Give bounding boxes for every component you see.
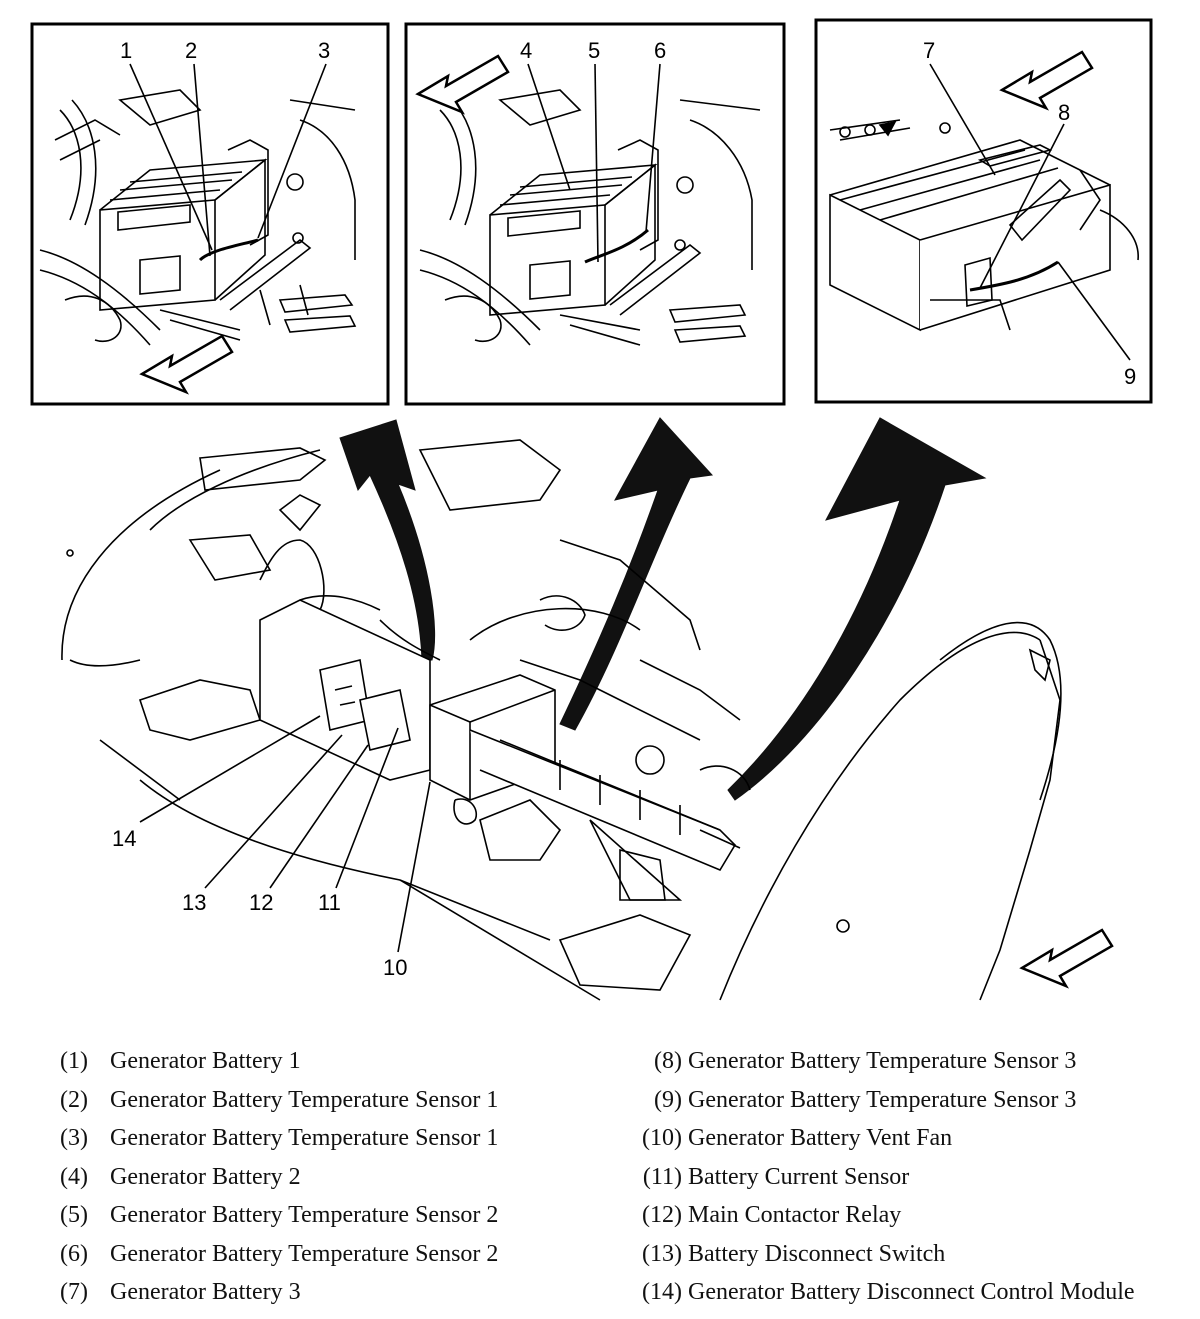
legend-label: Generator Battery 3: [110, 1279, 301, 1305]
legend-number: (13): [642, 1240, 682, 1267]
legend-number: (7): [60, 1279, 88, 1305]
legend-number: (8): [654, 1048, 682, 1074]
legend-label: Generator Battery Temperature Sensor 1: [110, 1086, 499, 1113]
legend-number: (2): [60, 1086, 88, 1113]
legend-right-column: (8) Generator Battery Temperature Sensor…: [628, 1042, 1135, 1312]
legend-item: (6) Generator Battery Temperature Sensor …: [60, 1235, 498, 1274]
inset-panel-battery-1: [30, 22, 390, 406]
callout-13: 13: [182, 890, 206, 915]
legend-item: (10) Generator Battery Vent Fan: [628, 1119, 1135, 1158]
callout-7: 7: [923, 38, 935, 63]
callout-12: 12: [249, 890, 273, 915]
legend-item: (5) Generator Battery Temperature Sensor …: [60, 1196, 498, 1235]
callout-3: 3: [318, 38, 330, 63]
forward-direction-arrow-icon: [1020, 928, 1114, 988]
legend-label: Generator Battery Disconnect Control Mod…: [688, 1279, 1135, 1305]
callout-9: 9: [1124, 364, 1136, 389]
legend-number: (3): [60, 1125, 88, 1151]
legend-label: Generator Battery Temperature Sensor 2: [110, 1202, 499, 1228]
legend-item: (14) Generator Battery Disconnect Contro…: [628, 1273, 1135, 1312]
legend-number: (1): [60, 1048, 88, 1074]
legend-number: (10): [642, 1125, 682, 1151]
legend-label: Battery Disconnect Switch: [688, 1240, 946, 1267]
legend-item: (9) Generator Battery Temperature Sensor…: [628, 1081, 1135, 1120]
legend-label: Battery Current Sensor: [688, 1163, 910, 1190]
legend-label: Generator Battery Temperature Sensor 1: [110, 1125, 499, 1151]
legend-item: (7) Generator Battery 3: [60, 1273, 498, 1312]
legend-label: Generator Battery Vent Fan: [688, 1125, 953, 1151]
legend-number: (9): [654, 1086, 682, 1113]
callout-leader-lines: [129, 63, 1131, 953]
callout-6: 6: [654, 38, 666, 63]
legend-item: (11) Battery Current Sensor: [628, 1158, 1135, 1197]
legend-number: (11): [642, 1163, 682, 1190]
inset-panel-battery-3: [814, 18, 1153, 404]
main-vehicle-view: [61, 439, 1062, 1001]
legend-item: (3) Generator Battery Temperature Sensor …: [60, 1119, 498, 1158]
callout-11: 11: [318, 890, 341, 915]
callout-14: 14: [112, 826, 136, 851]
legend-item: (4) Generator Battery 2: [60, 1158, 498, 1197]
legend-label: Generator Battery Temperature Sensor 3: [688, 1086, 1077, 1113]
legend-label: Generator Battery 2: [110, 1163, 301, 1190]
component-location-diagram: 1 2 3 4 5 6 7 8 9 10 11 12 13 14: [30, 18, 1153, 1001]
legend-item: (12) Main Contactor Relay: [628, 1196, 1135, 1235]
legend-label: Generator Battery Temperature Sensor 3: [688, 1048, 1077, 1074]
inset-panel-battery-2: [404, 22, 786, 406]
legend-item: (8) Generator Battery Temperature Sensor…: [628, 1042, 1135, 1081]
legend-number: (6): [60, 1240, 88, 1267]
callout-5: 5: [588, 38, 600, 63]
legend-item: (2) Generator Battery Temperature Sensor …: [60, 1081, 498, 1120]
legend-item: (1) Generator Battery 1: [60, 1042, 498, 1081]
callout-2: 2: [185, 38, 197, 63]
legend-label: Generator Battery Temperature Sensor 2: [110, 1240, 499, 1267]
legend-label: Generator Battery 1: [110, 1048, 301, 1074]
callout-10: 10: [383, 955, 407, 980]
legend-number: (14): [642, 1279, 682, 1305]
callout-4: 4: [520, 38, 532, 63]
legend-left-column: (1) Generator Battery 1 (2) Generator Batt…: [60, 1042, 498, 1312]
legend-label: Main Contactor Relay: [688, 1202, 902, 1228]
legend-item: (13) Battery Disconnect Switch: [628, 1235, 1135, 1274]
legend-number: (4): [60, 1163, 88, 1190]
legend-number: (5): [60, 1202, 88, 1228]
callout-1: 1: [120, 38, 132, 63]
legend-number: (12): [642, 1202, 682, 1228]
callout-8: 8: [1058, 100, 1070, 125]
callout-numbers: 1 2 3 4 5 6 7 8 9 10 11 12 13 14: [112, 38, 1136, 980]
